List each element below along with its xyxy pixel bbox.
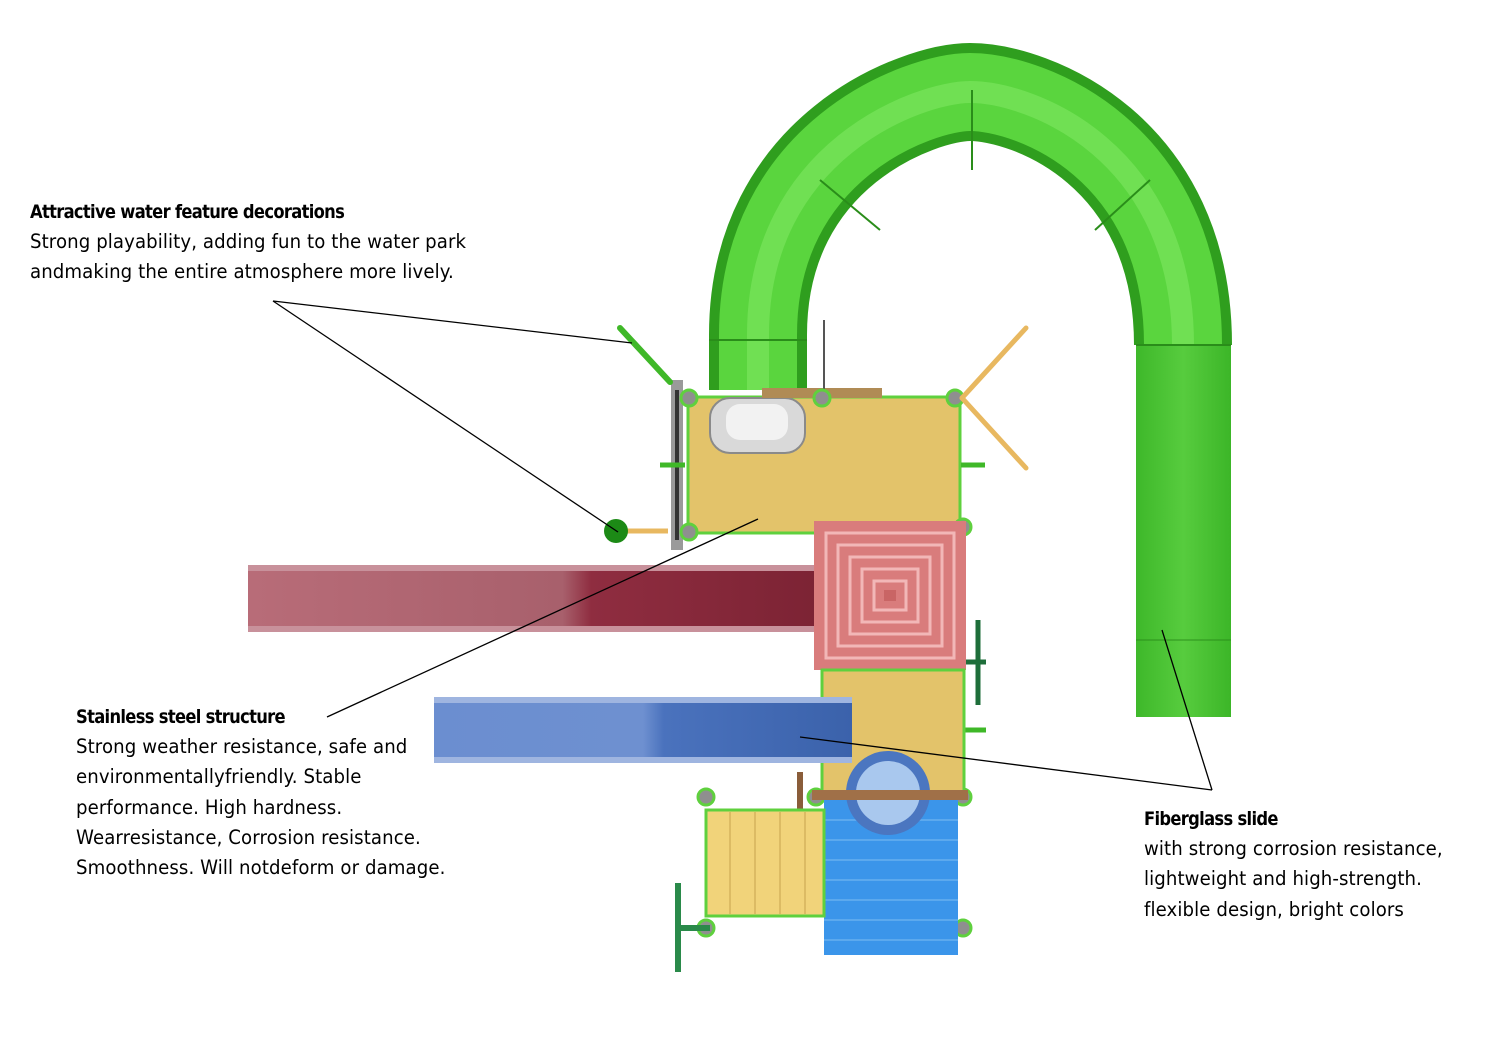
slide-seam: [819, 179, 881, 231]
upper-deck: [671, 320, 962, 550]
callout-fiberglass-slide: Fiberglass slide with strong corrosion r…: [1144, 806, 1494, 925]
post: [696, 787, 716, 807]
callout-line: flexible design, bright colors: [1144, 897, 1404, 921]
callout-title: Stainless steel structure: [76, 706, 286, 728]
roof-ring: [860, 567, 920, 624]
water-cannon: [617, 325, 673, 385]
roof-ring: [848, 555, 932, 636]
callout-title: Attractive water feature decorations: [30, 201, 345, 223]
callout-line: andmaking the entire atmosphere more liv…: [30, 260, 454, 284]
callout-text: with strong corrosion resistance, lightw…: [1144, 834, 1470, 925]
red-slide-lip: [248, 565, 820, 571]
water-feature-decorations: [604, 325, 1029, 972]
callout-text: Strong playability, adding fun to the wa…: [30, 227, 514, 288]
leader-line-water-2: [272, 300, 619, 533]
callout-title: Fiberglass slide: [1144, 808, 1278, 830]
slide-entry-inner: [726, 404, 788, 440]
roof-ring: [824, 531, 956, 660]
ramp-body: [704, 808, 826, 918]
post: [679, 522, 699, 542]
roof-ring: [836, 543, 944, 648]
red-slide-lip: [248, 626, 820, 632]
slide-arch-inner-line: [747, 80, 1194, 390]
slide-seam: [1094, 179, 1151, 231]
callout-line: Strong weather resistance, safe and: [76, 735, 408, 758]
leader-line-steel-1: [326, 518, 759, 718]
post: [812, 388, 832, 408]
callout-line: with strong corrosion resistance,: [1144, 837, 1443, 860]
callout-steel-structure: Stainless steel structure Strong weather…: [76, 704, 496, 883]
callout-text: Strong weather resistance, safe and envi…: [76, 732, 467, 883]
leader-line-slide-2: [799, 736, 1213, 791]
callout-line: lightweight and high-strength.: [1144, 867, 1423, 891]
roof: [814, 521, 966, 670]
leader-lines: [272, 300, 1213, 791]
slide-straight-section: [1136, 345, 1231, 717]
blue-slide-body: [434, 697, 852, 763]
fiberglass-slide: [709, 42, 1232, 717]
leader-line-water-1: [272, 300, 633, 344]
blue-slide: [434, 697, 852, 763]
red-slide-body: [248, 565, 820, 632]
ramp-slats: [729, 812, 806, 914]
callout-line: environmentallyfriendly. Stable: [76, 765, 362, 789]
roof-peak: [884, 590, 896, 601]
sprayer: [959, 325, 1029, 401]
callout-line: Wearresistance, Corrosion resistance.: [76, 825, 421, 849]
blue-slide-lip: [434, 697, 852, 703]
callout-line: performance. High hardness.: [76, 795, 343, 819]
sprayer: [959, 395, 1029, 471]
leader-line-slide-1: [1161, 629, 1213, 791]
callout-line: Smoothness. Will notdeform or damage.: [76, 856, 446, 880]
callout-line: Strong playability, adding fun to the wa…: [30, 230, 467, 253]
crossbar: [812, 790, 968, 800]
post: [679, 388, 699, 408]
callout-water-feature: Attractive water feature decorations Str…: [30, 199, 550, 288]
blue-slide-lip: [434, 757, 852, 763]
roof-ring: [872, 579, 908, 612]
yellow-ramp: [704, 808, 826, 918]
red-slide: [248, 565, 820, 632]
